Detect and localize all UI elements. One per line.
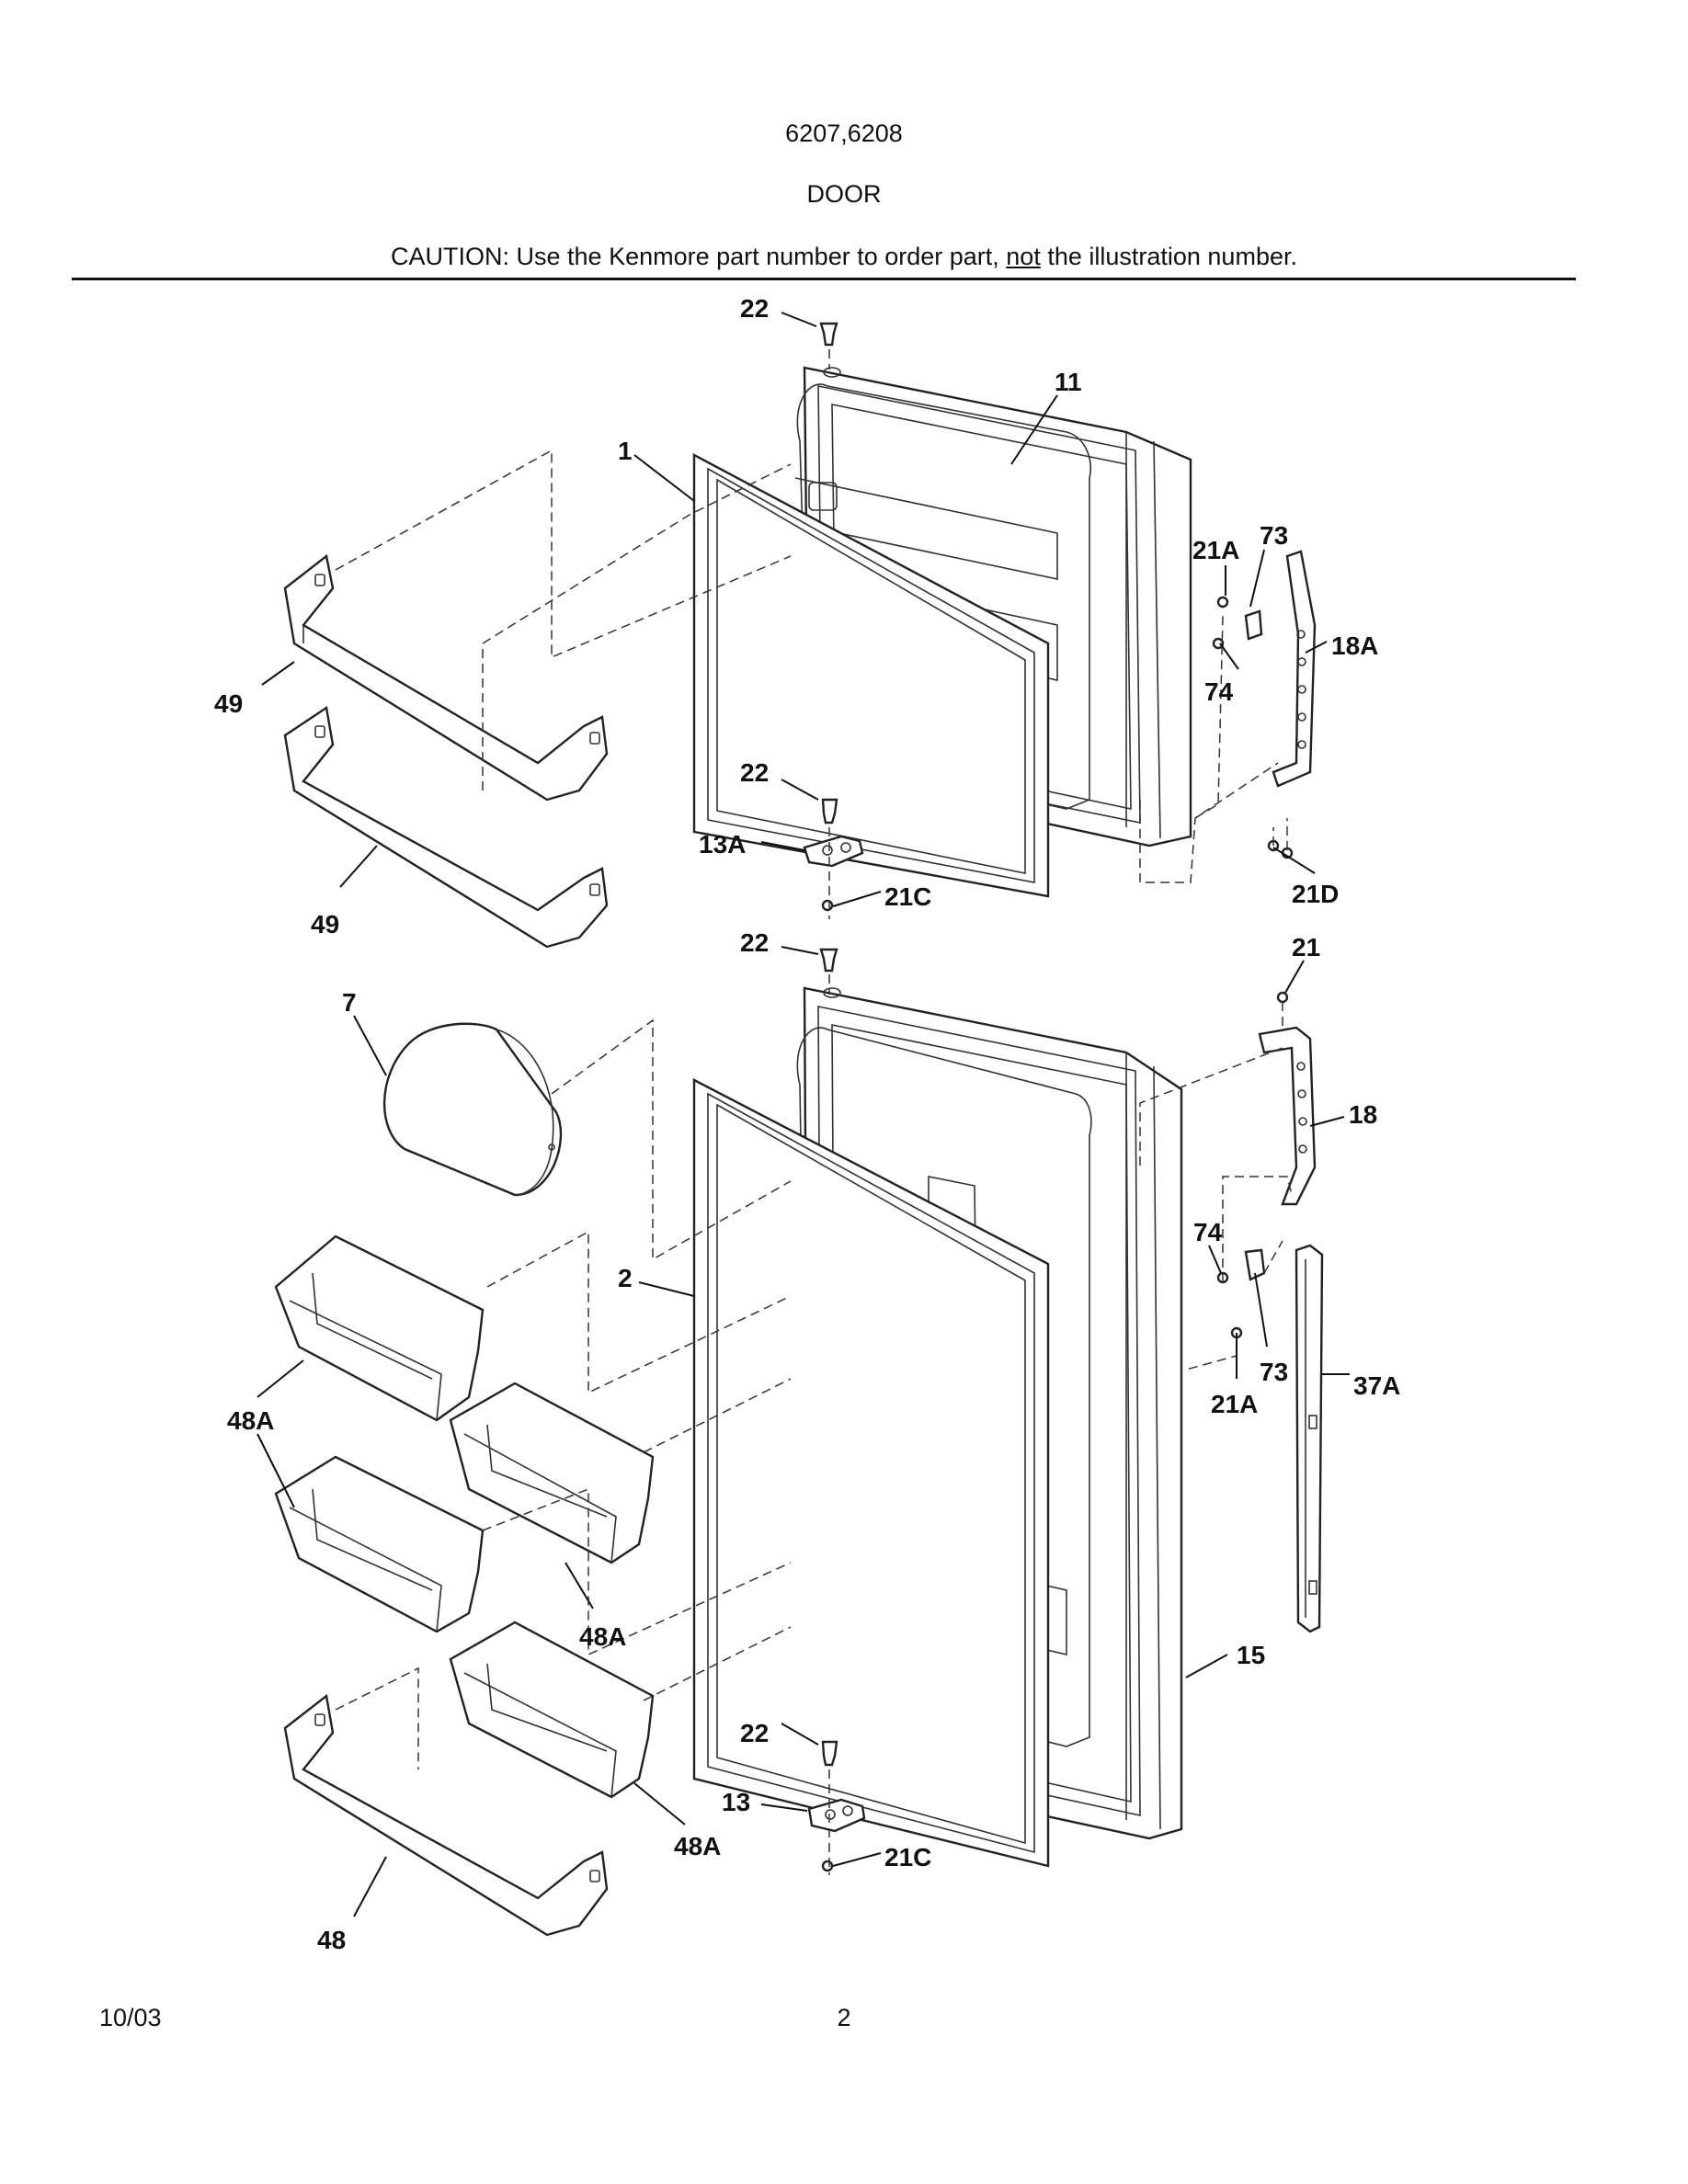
freezer-alignment-lines bbox=[335, 349, 1288, 919]
callout-22-freezer-bottom: 22 bbox=[740, 758, 769, 787]
callout-21D: 21D bbox=[1292, 880, 1339, 908]
callout-13: 13 bbox=[722, 1788, 750, 1816]
model-number: 6207,6208 bbox=[785, 119, 903, 147]
callout-48: 48 bbox=[317, 1926, 346, 1954]
door-bin-48A-lower-left bbox=[274, 1455, 485, 1633]
page-number: 2 bbox=[837, 2004, 851, 2031]
door-bin-48A-upper-left bbox=[274, 1234, 485, 1422]
callout-21: 21 bbox=[1292, 933, 1320, 961]
callout-73-top: 73 bbox=[1260, 521, 1288, 550]
callout-11: 11 bbox=[1055, 368, 1082, 396]
caution-emphasis: not bbox=[1006, 243, 1041, 270]
fresh-food-hinge-plate-13 bbox=[807, 1798, 866, 1833]
door-shelf-48 bbox=[283, 1693, 609, 1937]
callout-18: 18 bbox=[1349, 1100, 1377, 1129]
freezer-hinge-plate-13A bbox=[803, 835, 864, 868]
callout-49-upper: 49 bbox=[214, 689, 243, 718]
callout-21C-top: 21C bbox=[884, 882, 931, 911]
callout-15: 15 bbox=[1237, 1641, 1265, 1669]
callout-13A: 13A bbox=[699, 830, 746, 859]
freezer-shelf-49-upper bbox=[283, 553, 609, 802]
callout-7: 7 bbox=[342, 988, 357, 1017]
callout-49-lower: 49 bbox=[311, 910, 339, 938]
freezer-shelf-49-lower bbox=[283, 705, 609, 949]
callout-21C-bottom: 21C bbox=[884, 1843, 931, 1871]
header-rule bbox=[72, 278, 1576, 280]
callout-48A-left: 48A bbox=[227, 1406, 274, 1435]
fresh-food-screws bbox=[819, 948, 1289, 1872]
callout-21A-top: 21A bbox=[1192, 536, 1239, 564]
fresh-food-alignment-lines bbox=[335, 974, 1293, 1875]
callout-74-bottom: 74 bbox=[1193, 1218, 1223, 1246]
door-bin-48A-middle bbox=[449, 1382, 655, 1564]
callout-labels: 22 11 1 21A 73 18A 74 49 22 13A 21C 21D … bbox=[214, 294, 1400, 1954]
revision-date: 10/03 bbox=[99, 2004, 162, 2031]
callout-22-fresh-bottom: 22 bbox=[740, 1719, 769, 1747]
freezer-gasket-1 bbox=[692, 453, 1050, 898]
callout-1: 1 bbox=[618, 437, 633, 465]
section-title: DOOR bbox=[806, 180, 882, 208]
fresh-food-gasket-2 bbox=[692, 1078, 1050, 1868]
freezer-hinge-18A bbox=[1244, 550, 1317, 788]
callout-21A-bottom: 21A bbox=[1211, 1390, 1258, 1418]
callout-48A-bottom: 48A bbox=[674, 1832, 721, 1860]
callout-74-top: 74 bbox=[1204, 677, 1234, 706]
door-handle-37A bbox=[1295, 1244, 1324, 1633]
callout-48A-middle: 48A bbox=[579, 1622, 626, 1651]
door-bin-48A-bottom bbox=[449, 1621, 655, 1799]
callout-18A: 18A bbox=[1331, 631, 1378, 660]
freezer-screws bbox=[819, 322, 1294, 912]
callout-leaders bbox=[257, 312, 1350, 1917]
callout-22-top: 22 bbox=[740, 294, 769, 323]
callout-22-fresh-top: 22 bbox=[740, 928, 769, 957]
callout-37A: 37A bbox=[1353, 1371, 1400, 1400]
callout-73-bottom: 73 bbox=[1260, 1358, 1288, 1386]
caution-text-start: CAUTION: Use the Kenmore part number to … bbox=[391, 243, 1007, 270]
caution-note: CAUTION: Use the Kenmore part number to … bbox=[0, 243, 1688, 271]
caution-text-end: the illustration number. bbox=[1040, 243, 1297, 270]
dairy-compartment-7 bbox=[382, 1022, 563, 1197]
callout-2: 2 bbox=[618, 1264, 633, 1292]
